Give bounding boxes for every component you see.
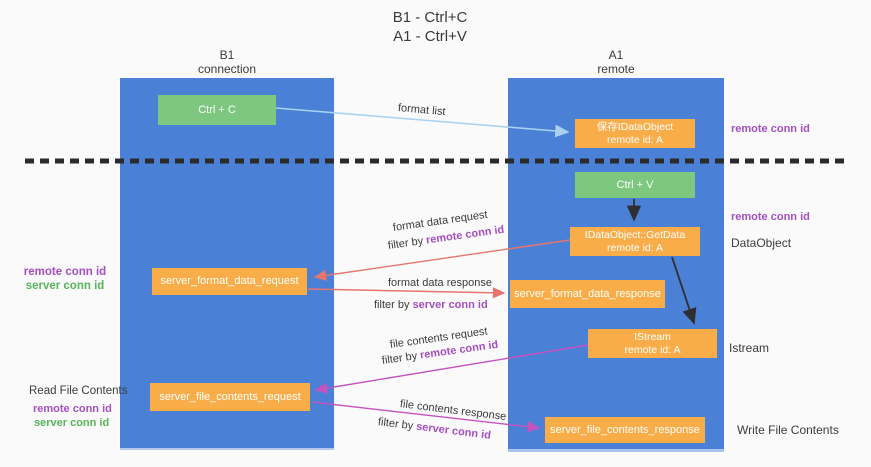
annotation-read-file-contents: Read File Contents (29, 385, 128, 397)
lifeline-a1-role: remote (597, 62, 635, 76)
box-server-file-contents-request: server_file_contents_request (150, 383, 310, 411)
label-format-list: format list (397, 102, 447, 119)
annotation-dataobject: DataObject (731, 236, 792, 250)
box-ctrl-c-label: Ctrl + C (198, 103, 236, 116)
box-sfdreq-label: server_format_data_request (160, 275, 299, 287)
box-ctrl-v: Ctrl + V (575, 172, 695, 198)
box-sfcreq-label: server_file_contents_request (159, 390, 301, 403)
annotation-server-conn-id-left: server conn id (25, 280, 105, 292)
label-file-contents-response: file contents response (399, 398, 507, 423)
annotation-remote-conn-id-mid-right: remote conn id (731, 211, 810, 223)
box-ctrl-c: Ctrl + C (158, 95, 276, 125)
server-conn-id-text: server conn id (415, 420, 492, 442)
filter-by-text: filter by (381, 350, 418, 367)
box-server-format-data-response: server_format_data_response (510, 280, 665, 308)
box-sfdres-label: server_format_data_response (514, 287, 661, 300)
box-server-format-data-request: server_format_data_request (152, 268, 307, 295)
arrow-format-data-response (307, 287, 506, 299)
annotation-remote-conn-id-bottom-left: remote conn id (33, 403, 112, 415)
label-format-data-response: format data response (388, 277, 492, 289)
box-istream: IStream remote id: A (588, 329, 717, 358)
box-save-idataobject-line1: 保存IDataObject (596, 120, 674, 133)
diagram-title: B1 - Ctrl+C A1 - Ctrl+V (330, 8, 530, 46)
box-idataobject-getdata: IDataObject::GetData remote id: A (570, 227, 700, 256)
annotation-remote-conn-id-left: remote conn id (23, 266, 107, 278)
lifeline-header-b1: B1 connection (120, 48, 334, 76)
annotation-write-file-contents: Write File Contents (737, 423, 839, 437)
filter-by-text: filter by (374, 299, 410, 311)
filter-by-text: filter by (377, 416, 414, 433)
title-line-2: A1 - Ctrl+V (393, 28, 467, 45)
title-line-1: B1 - Ctrl+C (392, 9, 468, 26)
annotation-istream: Istream (729, 341, 770, 355)
annotation-remote-conn-id-top-right: remote conn id (731, 123, 810, 135)
lifeline-header-a1: A1 remote (508, 48, 724, 76)
box-ctrl-v-label: Ctrl + V (616, 178, 654, 191)
lifeline-b1-name: B1 (219, 48, 235, 62)
server-conn-id-text: server conn id (412, 299, 488, 311)
annotation-server-conn-id-bottom-left: server conn id (34, 417, 110, 429)
box-istream-line2: remote id: A (624, 343, 681, 356)
box-sfcres-label: server_file_contents_response (550, 423, 700, 436)
lifeline-b1-role: connection (197, 62, 257, 76)
lifeline-a1-name: A1 (608, 48, 624, 62)
box-save-idataobject: 保存IDataObject remote id: A (575, 119, 695, 148)
box-save-idataobject-line2: remote id: A (606, 133, 664, 146)
box-server-file-contents-response: server_file_contents_response (545, 417, 705, 443)
box-getdata-line1: IDataObject::GetData (584, 228, 686, 241)
box-istream-line1: IStream (634, 330, 671, 343)
box-getdata-line2: remote id: A (606, 241, 664, 254)
annotation-conn-ids-left: remote conn id server conn id (20, 265, 110, 293)
filter-by-text: filter by (387, 235, 424, 252)
